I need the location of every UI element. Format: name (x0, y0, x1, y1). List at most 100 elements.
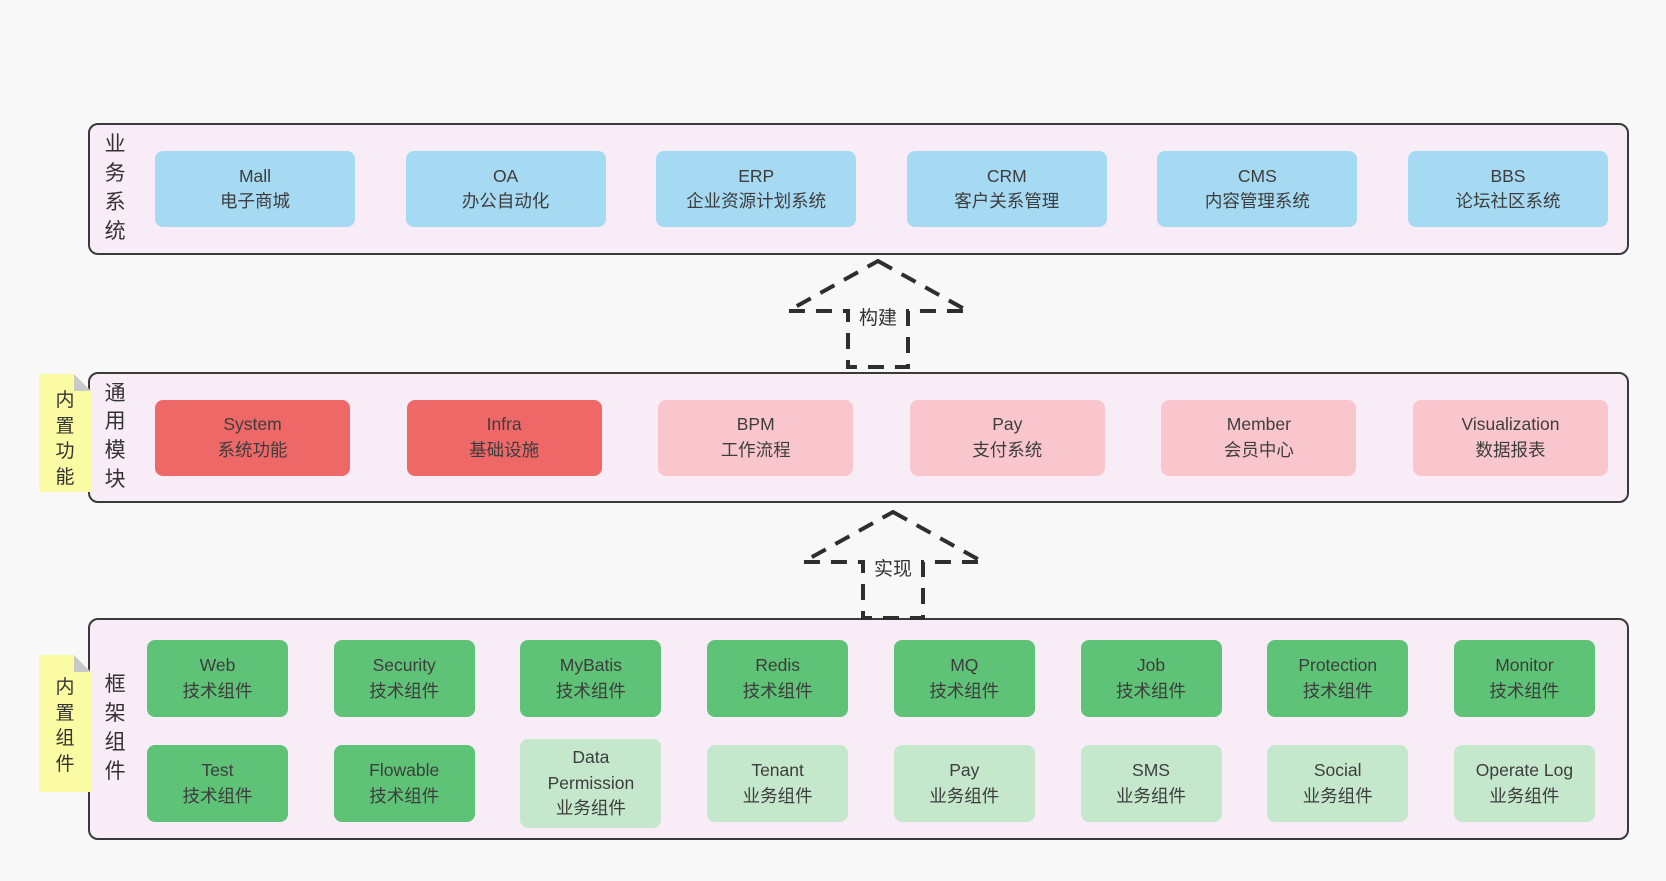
box-title: Pay (992, 414, 1023, 435)
components-row-1: Web 技术组件 Security 技术组件 MyBatis 技术组件 Redi… (147, 640, 1595, 717)
box-subtitle: 技术组件 (742, 680, 813, 701)
box-crm: CRM 客户关系管理 (906, 151, 1107, 227)
box-title: Redis (755, 655, 800, 676)
box-mybatis: MyBatis 技术组件 (520, 640, 662, 717)
components-row-2: Test 技术组件 Flowable 技术组件 Data Permission … (147, 739, 1595, 828)
box-subtitle: 业务组件 (555, 798, 626, 819)
box-tenant: Tenant 业务组件 (707, 745, 849, 822)
box-subtitle: 技术组件 (369, 680, 440, 701)
box-title: BPM (736, 414, 775, 435)
box-subtitle: 技术组件 (1116, 680, 1187, 701)
box-subtitle: 系统功能 (217, 439, 288, 460)
box-title: CMS (1237, 165, 1277, 186)
band-business-systems: 业务系统 Mall 电子商城 OA 办公自动化 ERP 企业资源计划系统 CRM… (88, 123, 1629, 255)
box-subtitle: 技术组件 (929, 680, 1000, 701)
box-title: Flowable (369, 760, 440, 781)
box-subtitle: 技术组件 (555, 680, 626, 701)
box-title: SMS (1132, 760, 1170, 781)
box-subtitle: 业务组件 (742, 785, 813, 806)
box-title: BBS (1490, 165, 1526, 186)
box-flowable: Flowable 技术组件 (333, 745, 475, 822)
box-security: Security 技术组件 (333, 640, 475, 717)
band-label-common-modules: 通用模块 (104, 381, 126, 492)
box-subtitle: 客户关系管理 (954, 191, 1060, 211)
box-title: MQ (950, 655, 979, 676)
box-visualization: Visualization 数据报表 (1412, 399, 1608, 476)
box-title: System (223, 414, 282, 435)
box-title: Pay (949, 760, 980, 781)
box-data-permission: Data Permission 业务组件 (520, 739, 662, 828)
box-title: Tenant (751, 760, 804, 781)
box-subtitle: 技术组件 (369, 785, 440, 806)
box-title: Monitor (1495, 655, 1554, 676)
box-subtitle: 技术组件 (182, 785, 253, 806)
up-block-arrow-icon (783, 258, 973, 369)
box-subtitle: 论坛社区系统 (1455, 191, 1561, 211)
box-web: Web 技术组件 (147, 640, 288, 717)
box-infra: Infra 基础设施 (406, 399, 602, 476)
box-title: Job (1136, 655, 1166, 676)
box-system: System 系统功能 (155, 399, 350, 476)
box-subtitle: 技术组件 (1302, 680, 1373, 701)
box-title: ERP (738, 165, 775, 186)
box-subtitle: 数据报表 (1475, 439, 1546, 460)
box-subtitle: 内容管理系统 (1204, 191, 1310, 211)
note-text: 内置功能 (55, 390, 75, 488)
box-subtitle: 业务组件 (1116, 785, 1187, 806)
box-bbs: BBS 论坛社区系统 (1407, 151, 1608, 227)
box-pay-component: Pay 业务组件 (893, 745, 1035, 822)
box-mq: MQ 技术组件 (893, 640, 1035, 717)
box-bpm: BPM 工作流程 (658, 399, 854, 476)
band-common-modules: 通用模块 System 系统功能 Infra 基础设施 BPM 工作流程 Pay… (88, 372, 1629, 503)
box-mall: Mall 电子商城 (155, 151, 355, 227)
box-subtitle: 办公自动化 (461, 191, 550, 211)
box-title: Operate Log (1475, 760, 1574, 781)
band-framework-components: 框架组件 Web 技术组件 Security 技术组件 MyBatis 技术组件… (88, 618, 1629, 840)
box-subtitle: 技术组件 (1489, 680, 1560, 701)
note-text: 内置组件 (55, 677, 75, 775)
box-title: Protection (1298, 655, 1378, 676)
box-sms: SMS 业务组件 (1080, 745, 1222, 822)
band-label-business-systems: 业务系统 (104, 133, 126, 243)
box-title: OA (492, 165, 519, 186)
box-title: CRM (986, 165, 1027, 186)
box-subtitle: 支付系统 (972, 439, 1043, 460)
box-subtitle: 工作流程 (720, 439, 791, 460)
modules-box-row: System 系统功能 Infra 基础设施 BPM 工作流程 Pay 支付系统… (155, 374, 1608, 501)
box-social: Social 业务组件 (1267, 745, 1409, 822)
box-subtitle: 会员中心 (1223, 439, 1294, 460)
arrow-implement-label: 实现 (871, 554, 915, 581)
box-subtitle: 业务组件 (929, 785, 1000, 806)
box-subtitle: 业务组件 (1302, 785, 1373, 806)
box-monitor: Monitor 技术组件 (1453, 640, 1595, 717)
arrow-build: 构建 (783, 257, 973, 371)
box-subtitle: 技术组件 (182, 680, 253, 701)
box-title: Mall (238, 165, 272, 186)
box-pay-module: Pay 支付系统 (909, 399, 1105, 476)
box-protection: Protection 技术组件 (1267, 640, 1409, 717)
box-subtitle: 企业资源计划系统 (686, 191, 827, 211)
box-subtitle: 电子商城 (220, 191, 290, 211)
box-job: Job 技术组件 (1080, 640, 1222, 717)
box-redis: Redis 技术组件 (707, 640, 849, 717)
arrow-build-label: 构建 (856, 303, 900, 330)
box-title: Security (372, 655, 436, 676)
box-member: Member 会员中心 (1161, 399, 1357, 476)
box-title: Web (199, 655, 236, 676)
box-title: Data Permission (547, 747, 635, 793)
box-operate-log: Operate Log 业务组件 (1453, 745, 1595, 822)
box-title: Test (201, 760, 234, 781)
up-block-arrow-icon (798, 509, 988, 620)
box-title: Visualization (1461, 414, 1560, 435)
note-built-in-components: 内置组件 (39, 655, 91, 792)
box-cms: CMS 内容管理系统 (1157, 151, 1358, 227)
box-test: Test 技术组件 (147, 745, 288, 822)
box-title: Infra (486, 414, 522, 435)
arrow-implement: 实现 (798, 508, 988, 622)
business-box-row: Mall 电子商城 OA 办公自动化 ERP 企业资源计划系统 CRM 客户关系… (155, 125, 1608, 253)
box-erp: ERP 企业资源计划系统 (656, 151, 857, 227)
box-subtitle: 业务组件 (1489, 785, 1560, 806)
band-label-framework-components: 框架组件 (104, 673, 126, 783)
box-title: Member (1226, 414, 1291, 435)
